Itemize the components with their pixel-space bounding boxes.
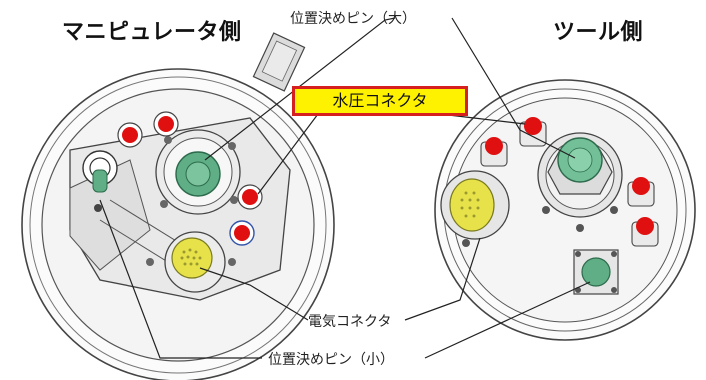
- locating-pin-large-label: 位置決めピン（大）: [290, 11, 416, 27]
- water-pressure-connector-callout: 水圧コネクタ: [292, 86, 468, 116]
- tool-side-title: ツール側: [553, 20, 644, 45]
- manipulator-plate: [21, 32, 335, 380]
- leader-lines: [99, 17, 591, 359]
- manipulator-side-title: マニピュレータ側: [62, 20, 242, 45]
- tool-plate: [434, 79, 696, 341]
- electrical-connector-label: 電気コネクタ: [308, 314, 392, 330]
- locating-pin-small-label: 位置決めピン（小）: [268, 352, 394, 368]
